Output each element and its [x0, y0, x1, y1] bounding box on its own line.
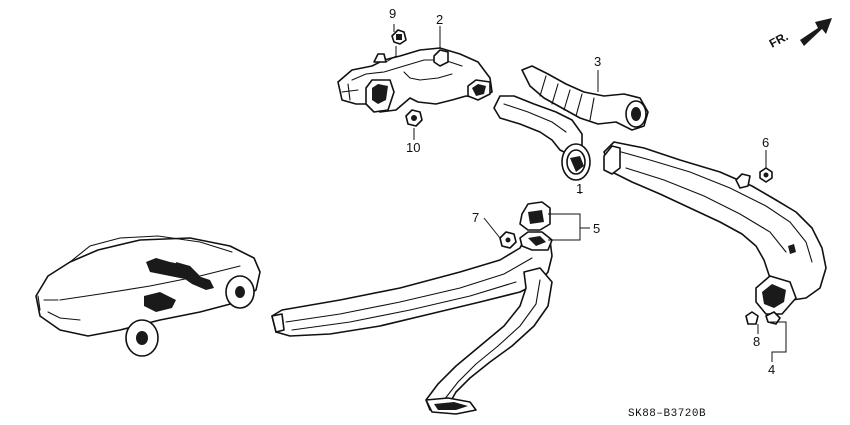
front-arrow-icon [800, 18, 832, 46]
callout-3: 3 [594, 54, 601, 69]
front-direction-indicator: FR. [767, 18, 832, 51]
callout-7: 7 [472, 210, 479, 225]
callout-1: 1 [576, 181, 583, 196]
callout-2: 2 [436, 12, 443, 27]
part-7-clip [499, 231, 517, 249]
callout-6: 6 [762, 135, 769, 150]
part-9-clip [391, 29, 407, 45]
diagram-code: SK88–B3720B [628, 408, 706, 420]
vehicle-locator-illustration [35, 235, 261, 357]
callout-4: 4 [768, 362, 775, 377]
callout-5: 5 [593, 221, 600, 236]
part-6-bolt [759, 167, 773, 183]
leader-lines [385, 24, 787, 362]
part-5-duct [271, 201, 553, 415]
part-4-duct [603, 141, 827, 325]
callout-9: 9 [389, 6, 396, 21]
part-3-duct [521, 65, 649, 131]
front-label: FR. [767, 29, 791, 50]
callout-8: 8 [753, 334, 760, 349]
callout-labels: 9 2 10 3 1 6 7 5 8 4 [389, 6, 775, 377]
part-10-nut [405, 109, 423, 127]
part-1-duct [493, 95, 591, 181]
part-2-duct [337, 47, 493, 113]
callout-10: 10 [406, 140, 420, 155]
